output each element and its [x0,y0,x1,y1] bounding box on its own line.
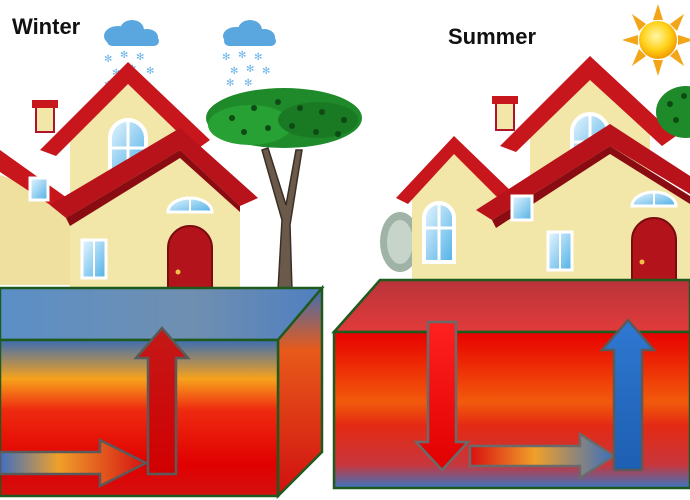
svg-text:✻: ✻ [104,54,112,65]
winter-ground-block [0,284,325,500]
summer-flow-right-arrow [468,431,617,481]
svg-text:✻: ✻ [254,52,262,63]
svg-text:✻: ✻ [120,50,128,61]
winter-heat-up-arrow [133,326,191,476]
summer-bush [380,212,420,272]
summer-title: Summer [448,24,537,49]
winter-house [0,62,258,291]
winter-title: Winter [12,14,81,39]
svg-text:✻: ✻ [226,78,234,89]
summer-house [396,56,690,283]
summer-heat-down-arrow [413,320,471,472]
summer-tree [656,86,690,138]
summer-flow-up-arrow [599,318,657,472]
svg-text:✻: ✻ [112,68,120,79]
summer-panel [331,4,690,490]
svg-text:✻: ✻ [222,52,230,63]
svg-text:✻: ✻ [238,50,246,61]
winter-panel: ✻✻✻ ✻✻✻ ✻✻✻ ✻✻ ✻✻✻ ✻✻✻ ✻✻ [0,20,362,500]
svg-text:✻: ✻ [244,78,252,89]
winter-flow-right-arrow [0,437,149,489]
svg-text:✻: ✻ [246,64,254,75]
svg-text:✻: ✻ [136,52,144,63]
svg-text:✻: ✻ [262,66,270,77]
snow-cloud-icon: ✻✻✻ ✻✻✻ ✻✻ [222,20,276,89]
svg-text:✻: ✻ [230,66,238,77]
sun-icon [622,4,690,76]
svg-text:✻: ✻ [146,66,154,77]
winter-tree [206,88,362,291]
